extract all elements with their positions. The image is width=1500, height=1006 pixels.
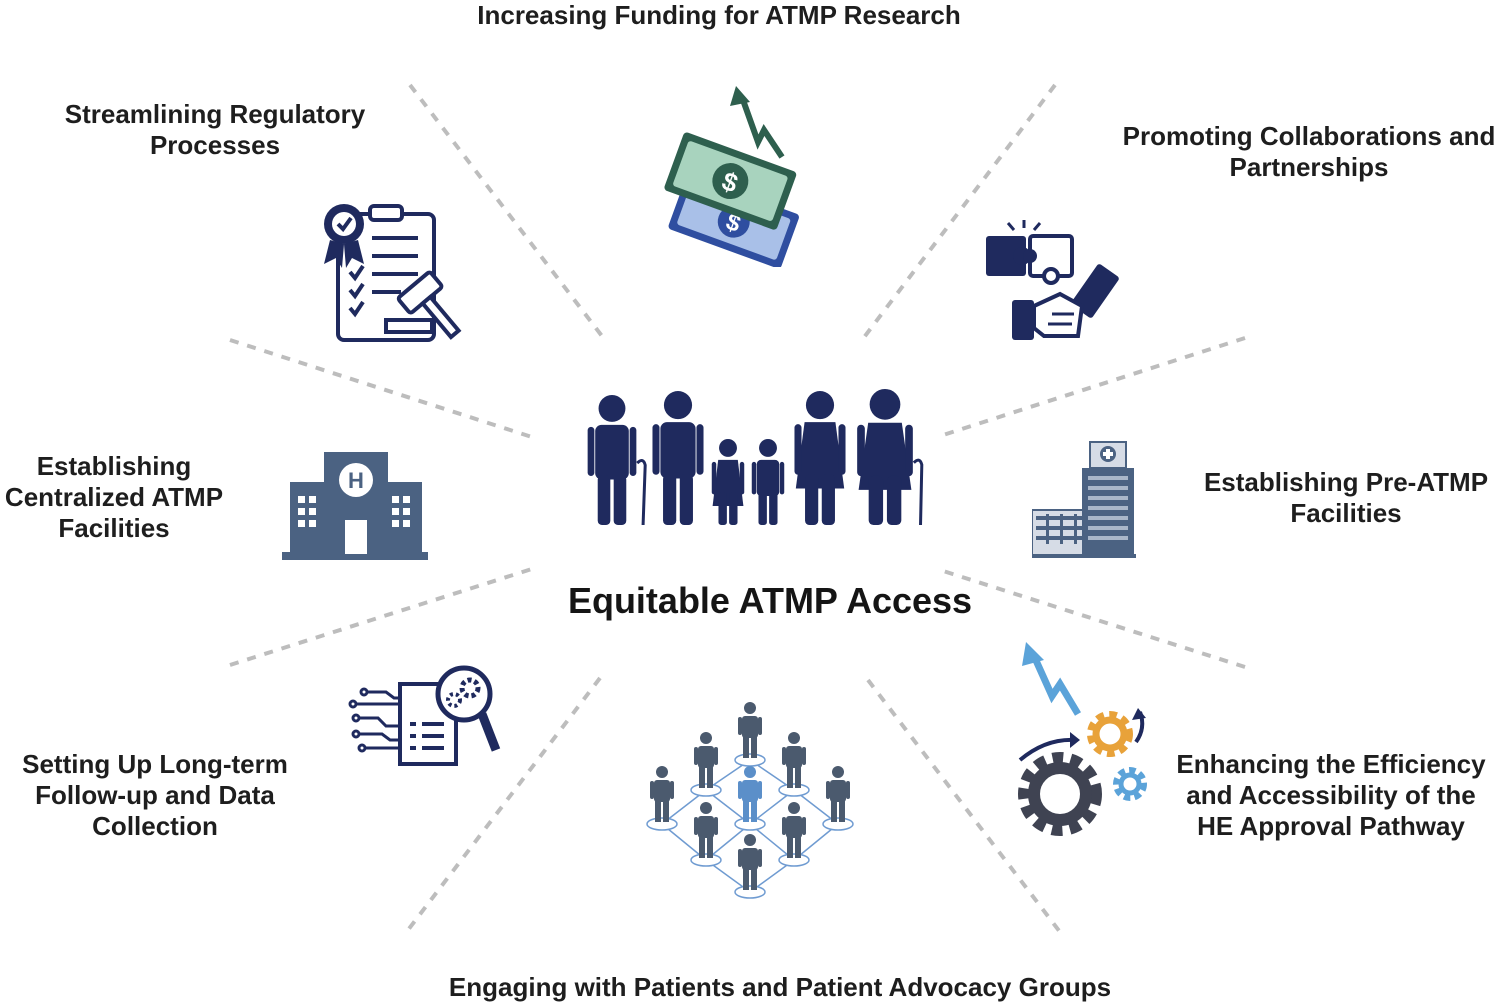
gears-growth-icon	[1018, 642, 1147, 836]
strategy-collaborations-label: Promoting Collaborations and Partnership…	[1122, 121, 1496, 182]
strategy-centralized-label: Establishing Centralized ATMP Facilities	[4, 451, 224, 543]
puzzle-handshake-icon	[986, 220, 1119, 340]
center-title: Equitable ATMP Access	[567, 580, 973, 621]
money-growth-icon: $ $	[664, 86, 799, 267]
regulatory-checklist-gavel-icon	[324, 204, 462, 342]
svg-text:H: H	[348, 468, 364, 493]
hospital-building-icon: H	[282, 452, 428, 560]
tall-medical-building-icon	[1032, 441, 1136, 558]
strategy-he-pathway-label: Enhancing the Efficiency and Accessibili…	[1176, 749, 1486, 841]
strategy-follow-up-label: Setting Up Long-term Follow-up and Data …	[22, 749, 288, 841]
strategy-funding-label: Increasing Funding for ATMP Research	[477, 0, 961, 30]
family-people-icon	[587, 389, 924, 525]
patient-network-icon	[646, 702, 854, 899]
strategy-regulatory-label: Streamlining Regulatory Processes	[64, 99, 366, 160]
data-document-search-icon	[348, 665, 501, 766]
strategy-patients-label: Engaging with Patients and Patient Advoc…	[448, 972, 1112, 1002]
strategy-pre-atmp-label: Establishing Pre-ATMP Facilities	[1203, 467, 1489, 528]
